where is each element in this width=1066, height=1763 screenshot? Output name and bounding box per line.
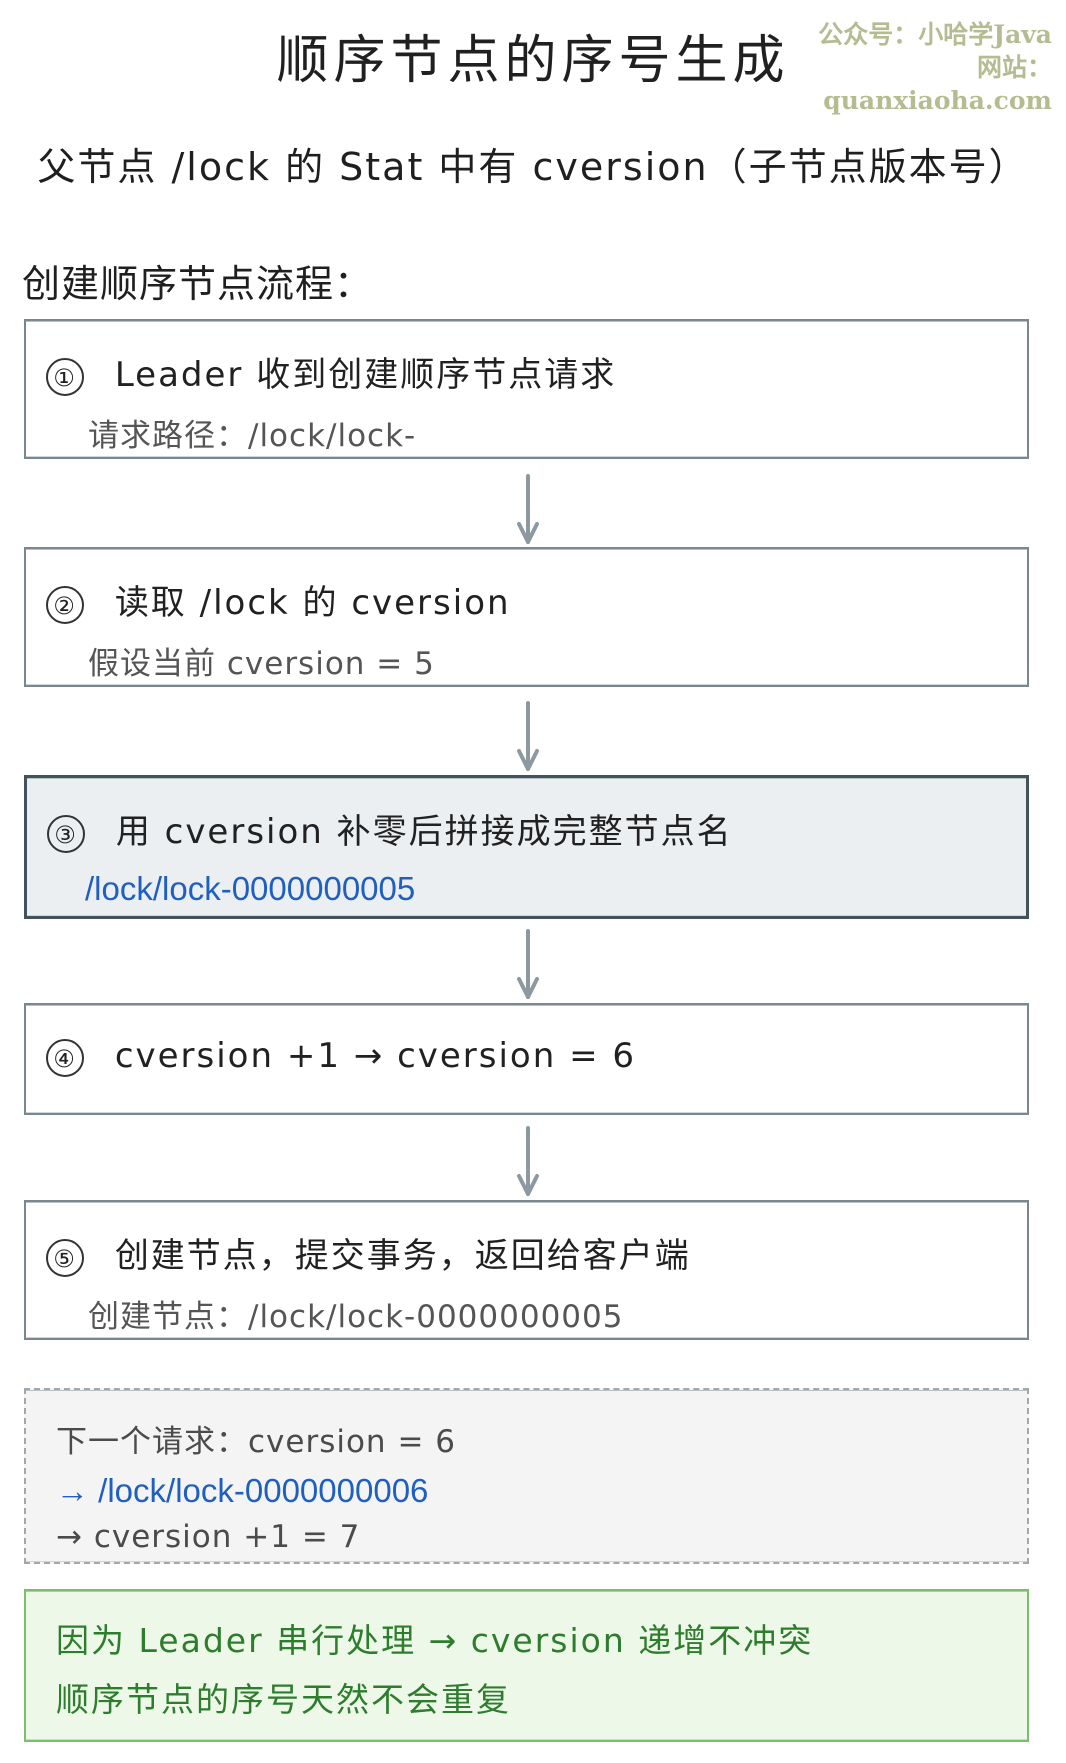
step-2-number-icon: ② bbox=[46, 585, 84, 624]
step-1-number-icon: ① bbox=[46, 357, 84, 396]
step-4-box: ④ cversion +1 → cversion = 6 bbox=[24, 1003, 1029, 1115]
step-1-title-row: ① Leader 收到创建顺序节点请求 bbox=[46, 347, 616, 396]
step-2-title: 读取 /lock 的 cversion bbox=[114, 583, 511, 623]
diagram-title: 顺序节点的序号生成 bbox=[276, 31, 790, 91]
step-2-detail: 假设当前 cversion = 5 bbox=[88, 646, 435, 682]
conclusion-line-1: 因为 Leader 串行处理 → cversion 递增不冲突 bbox=[56, 1621, 814, 1660]
step-4-number-icon: ④ bbox=[46, 1038, 84, 1077]
step-5-number-icon: ⑤ bbox=[46, 1238, 84, 1277]
step-2-box: ② 读取 /lock 的 cversion 假设当前 cversion = 5 bbox=[24, 547, 1029, 687]
step-5-title-row: ⑤ 创建节点，提交事务，返回给客户端 bbox=[46, 1228, 691, 1277]
arrow-1-icon bbox=[517, 474, 539, 544]
step-3-box: ③ 用 cversion 补零后拼接成完整节点名 /lock/lock-0000… bbox=[24, 775, 1029, 919]
watermark-line-2: 网站：quanxiaoha.com bbox=[823, 53, 1052, 115]
step-3-detail: /lock/lock-0000000005 bbox=[85, 870, 416, 907]
step-5-title: 创建节点，提交事务，返回给客户端 bbox=[114, 1236, 691, 1276]
arrow-3-icon bbox=[517, 929, 539, 999]
step-3-title: 用 cversion 补零后拼接成完整节点名 bbox=[115, 812, 733, 852]
next-request-line-1: 下一个请求：cversion = 6 bbox=[56, 1424, 456, 1460]
watermark-line-1: 公众号：小哈学Java bbox=[818, 20, 1052, 49]
arrow-4-icon bbox=[517, 1126, 539, 1196]
step-1-box: ① Leader 收到创建顺序节点请求 请求路径：/lock/lock- bbox=[24, 319, 1029, 459]
next-request-box: 下一个请求：cversion = 6 → /lock/lock-00000000… bbox=[24, 1388, 1029, 1564]
next-request-line-2: → /lock/lock-0000000006 bbox=[56, 1472, 429, 1509]
flow-label: 创建顺序节点流程： bbox=[22, 262, 374, 306]
step-3-title-row: ③ 用 cversion 补零后拼接成完整节点名 bbox=[47, 804, 733, 853]
next-request-line-3: → cversion +1 = 7 bbox=[56, 1519, 361, 1555]
step-2-title-row: ② 读取 /lock 的 cversion bbox=[46, 575, 511, 624]
step-4-title: cversion +1 → cversion = 6 bbox=[114, 1036, 637, 1076]
conclusion-line-2: 顺序节点的序号天然不会重复 bbox=[56, 1680, 511, 1719]
watermark: 公众号：小哈学Java 网站：quanxiaoha.com bbox=[752, 18, 1052, 117]
arrow-2-icon bbox=[517, 701, 539, 771]
step-1-title: Leader 收到创建顺序节点请求 bbox=[114, 355, 617, 395]
conclusion-box: 因为 Leader 串行处理 → cversion 递增不冲突 顺序节点的序号天… bbox=[24, 1589, 1029, 1742]
step-5-detail: 创建节点：/lock/lock-0000000005 bbox=[88, 1299, 624, 1335]
step-5-box: ⑤ 创建节点，提交事务，返回给客户端 创建节点：/lock/lock-00000… bbox=[24, 1200, 1029, 1340]
diagram-subtitle: 父节点 /lock 的 Stat 中有 cversion（子节点版本号） bbox=[37, 145, 1029, 189]
step-4-title-row: ④ cversion +1 → cversion = 6 bbox=[46, 1036, 636, 1077]
step-1-detail: 请求路径：/lock/lock- bbox=[88, 418, 417, 454]
step-3-number-icon: ③ bbox=[47, 814, 85, 853]
